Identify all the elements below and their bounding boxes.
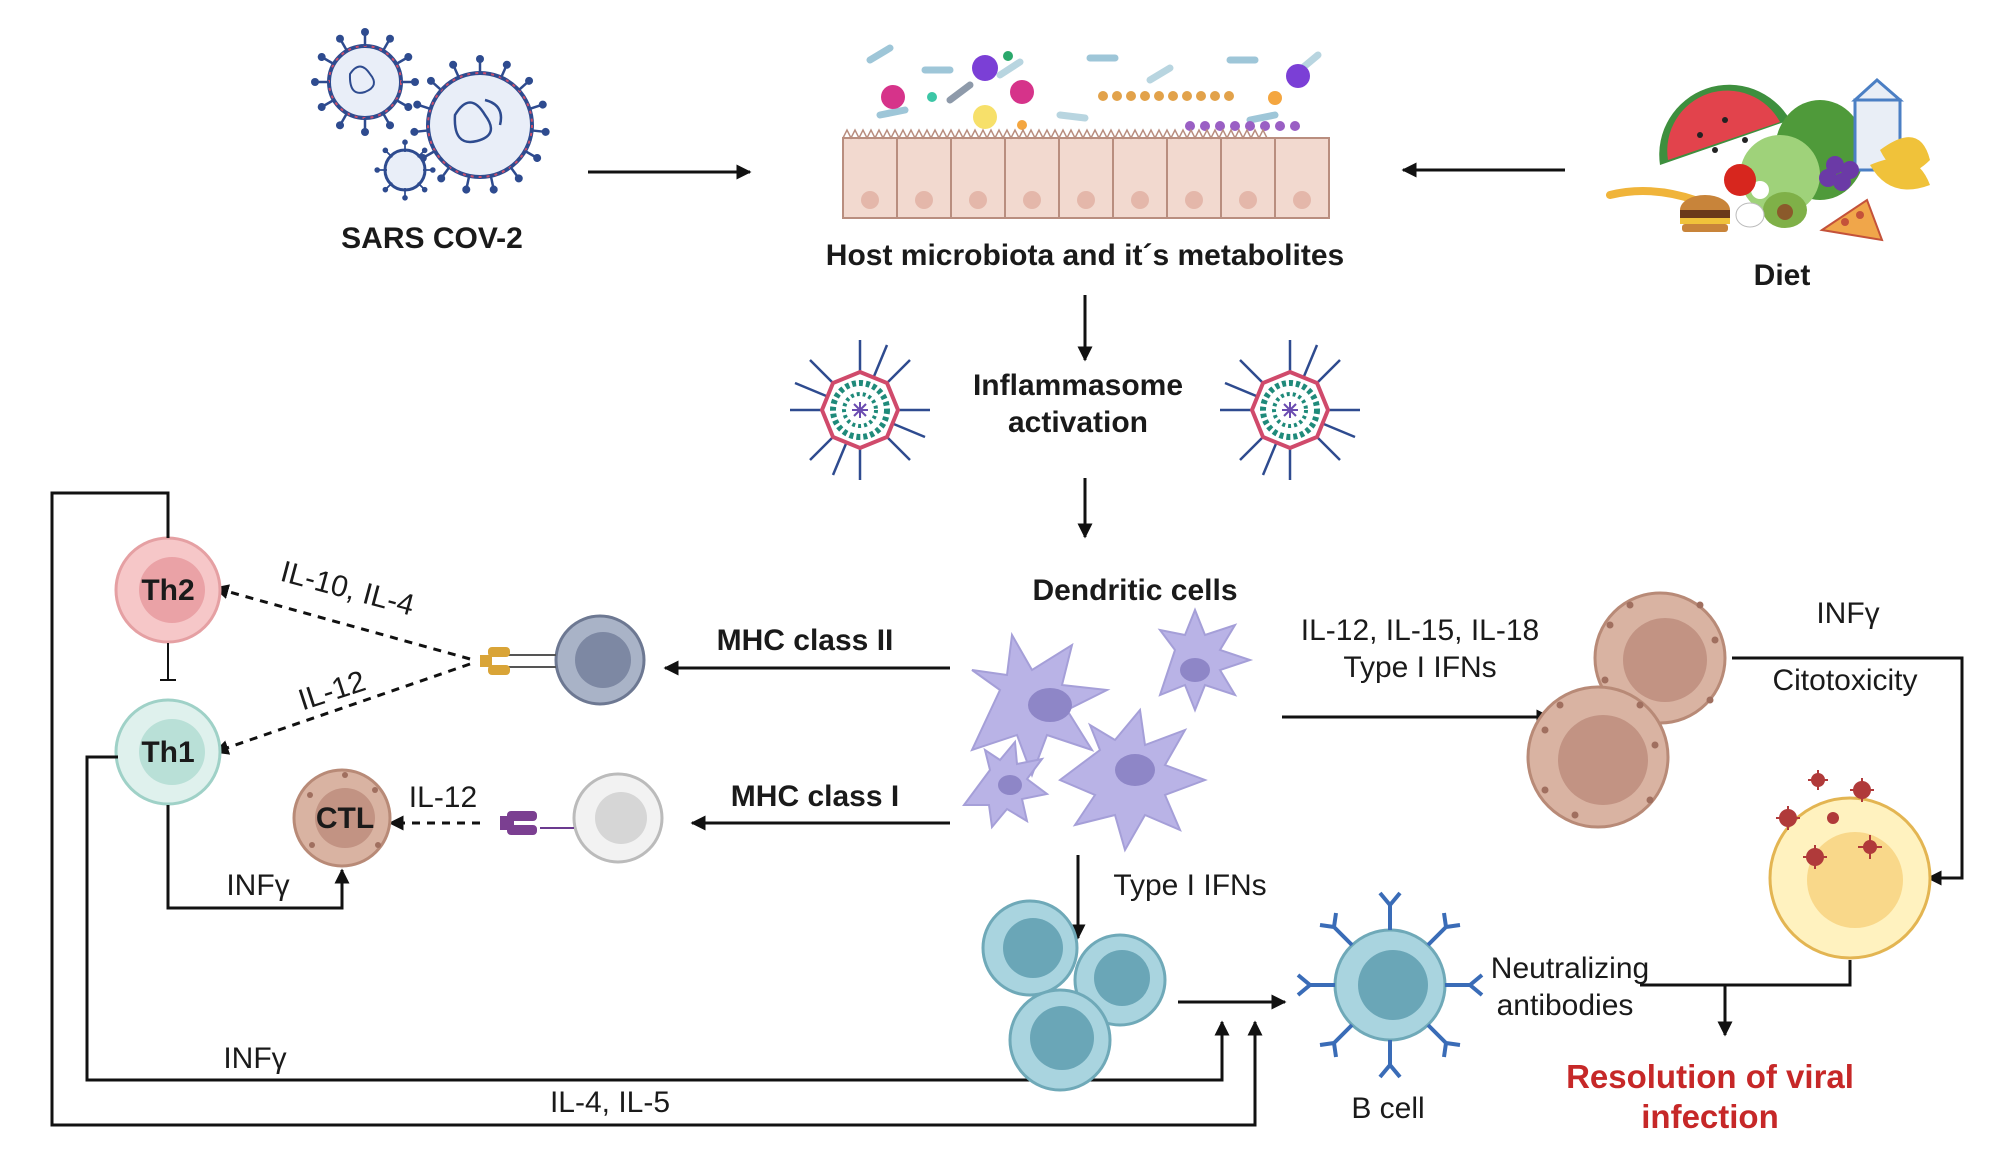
neutralizing-label-1: Neutralizing xyxy=(1491,952,1649,985)
inflammasome-label-2: activation xyxy=(1008,406,1148,439)
neutralizing-label-2: antibodies xyxy=(1497,989,1634,1022)
virus-icon xyxy=(309,26,552,202)
apc-mhc1-icon xyxy=(540,772,664,864)
citotoxicity-label: Citotoxicity xyxy=(1772,664,1917,697)
th1-cell xyxy=(114,698,222,806)
resolution-label-2: infection xyxy=(1641,1098,1779,1135)
th2-label: Th2 xyxy=(141,574,194,607)
microbiota-label: Host microbiota and it´s metabolites xyxy=(826,239,1344,272)
il4-il5-label: IL-4, IL-5 xyxy=(550,1086,670,1119)
receptor-mhc1-icon xyxy=(500,811,537,835)
antibody-icon xyxy=(1296,891,1484,1079)
mhc1-label: MHC class I xyxy=(731,780,899,813)
inflammasome-icon xyxy=(790,340,1360,480)
infected-cell xyxy=(1768,770,1932,960)
microbiota-epithelium-icon xyxy=(842,44,1330,219)
arrow-nk-to-infected xyxy=(1732,656,1964,886)
il-nk-label-1: IL-12, IL-15, IL-18 xyxy=(1301,614,1539,647)
food-icon xyxy=(1606,77,1930,242)
bcell-label: B cell xyxy=(1351,1092,1424,1125)
bcell xyxy=(1333,928,1447,1042)
nk-cells xyxy=(1526,591,1727,829)
receptor-icon xyxy=(480,647,510,675)
diet-label: Diet xyxy=(1754,259,1811,292)
il12-th1-label: IL-12 xyxy=(294,665,369,718)
il12-ctl-label: IL-12 xyxy=(409,781,477,814)
infg-nk-label: INFγ xyxy=(1816,597,1879,630)
th2-cell xyxy=(114,536,222,644)
arrow-infected-to-resolution xyxy=(1717,960,1852,1037)
infg-ctl-label: INFγ xyxy=(226,869,289,902)
ctl-cell xyxy=(292,768,392,868)
lymphocyte-cluster xyxy=(981,899,1167,1092)
il-nk-label-2: Type I IFNs xyxy=(1343,651,1496,684)
dendritic-cell-icon xyxy=(962,607,1254,853)
il10-il4-label: IL-10, IL-4 xyxy=(277,555,418,622)
arrow-th1-to-bcell xyxy=(85,755,1230,1082)
apc-mhc2-icon xyxy=(505,614,646,706)
infg-bottom-label: INFγ xyxy=(223,1042,286,1075)
sars-label: SARS COV-2 xyxy=(341,222,523,255)
resolution-label-1: Resolution of viral xyxy=(1566,1058,1854,1095)
mhc2-label: MHC class II xyxy=(717,624,894,657)
type1-ifns-label: Type I IFNs xyxy=(1113,869,1266,902)
ctl-label: CTL xyxy=(316,802,374,835)
dendritic-label: Dendritic cells xyxy=(1032,574,1237,607)
inflammasome-label-1: Inflammasome xyxy=(973,369,1183,402)
th1-label: Th1 xyxy=(141,736,194,769)
arrow-th1-to-ctl xyxy=(166,805,350,910)
arrow-th2-to-bcell xyxy=(50,491,1263,1127)
